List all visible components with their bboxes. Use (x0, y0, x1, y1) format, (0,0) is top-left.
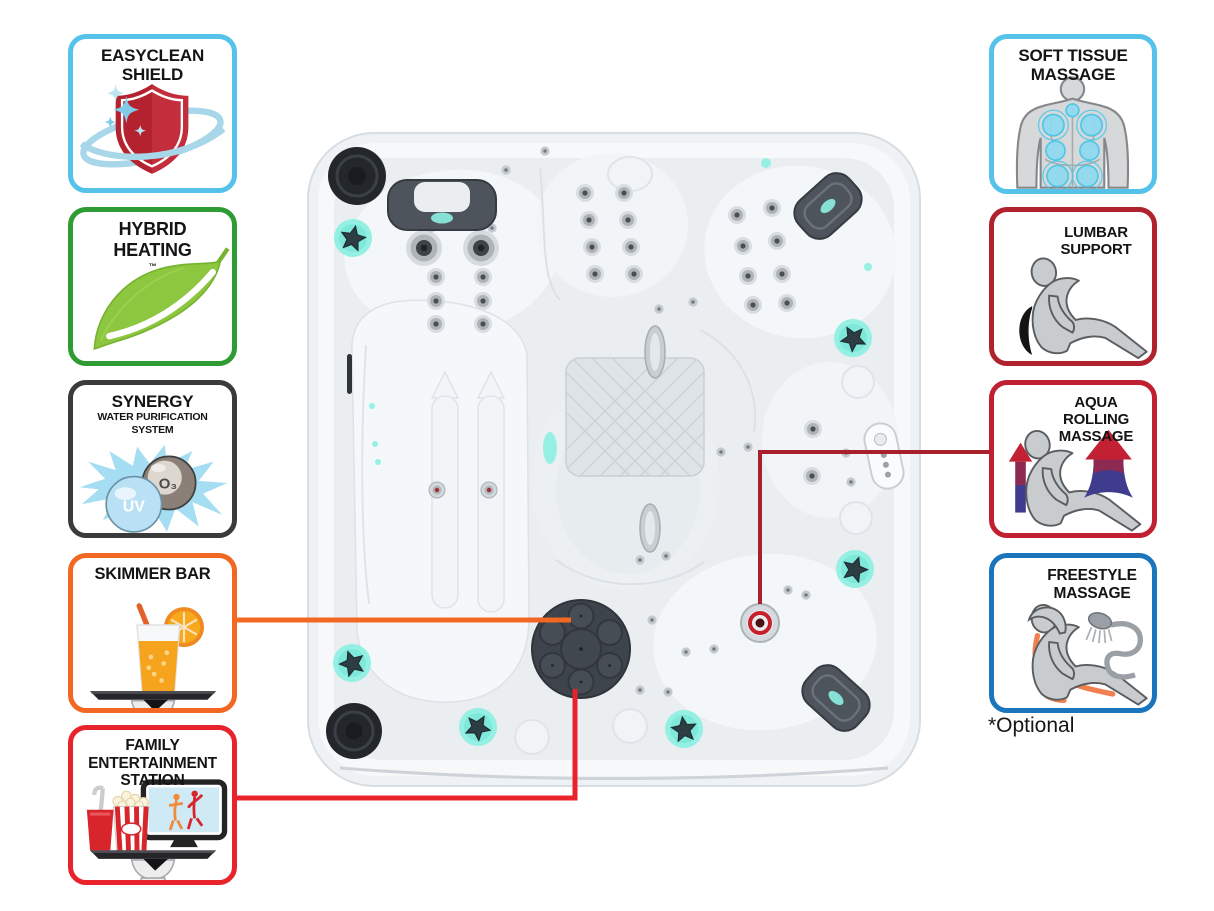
optional-note: *Optional (988, 714, 1075, 737)
svg-text:UV: UV (123, 499, 146, 516)
center-fountain-disc (531, 599, 631, 699)
rim-slot (347, 354, 352, 394)
hydro-jets (406, 146, 856, 697)
aqua-rolling-jet (740, 603, 780, 643)
uv-ozone-splash-icon: O₃ UV (79, 444, 228, 533)
diamond-plate-pad (565, 357, 705, 477)
badge-title: SKIMMER BAR (94, 565, 211, 583)
badge-title: SYNERGY WATER PURIFICATION SYSTEM (97, 392, 208, 436)
rolling-up-arrow (1084, 429, 1133, 498)
shower-wand (1085, 612, 1143, 680)
rolling-arrows-icon (1008, 428, 1142, 532)
corner-speaker-discs (326, 147, 386, 759)
drink-tray-icon (89, 603, 217, 708)
leaf-icon (93, 247, 230, 351)
popcorn-box (112, 790, 150, 851)
entertainment-tray-icon (86, 779, 228, 880)
headrest-top-left (387, 179, 497, 231)
lounger-calf-jets (428, 481, 498, 499)
callout-connectors (227, 450, 989, 801)
cup-holder-recesses (514, 156, 875, 755)
badge-title: SOFT TISSUE MASSAGE (1018, 46, 1128, 85)
back-roller-arrow (1008, 442, 1033, 513)
badge-title: FAMILY ENTERTAINMENT STATION (88, 737, 217, 790)
badge-title: FREESTYLE MASSAGE (1047, 567, 1137, 602)
badge-title: AQUA ROLLING MASSAGE (1058, 394, 1134, 446)
hot-tub-top-view (307, 132, 921, 787)
led-glow-dots (369, 158, 872, 465)
badge-lumbar-support: LUMBAR SUPPORT (989, 207, 1157, 366)
badge-synergy-water-purification: O₃ UV SYNERGY WATER PURIFICATION SYSTEM (68, 380, 237, 538)
lounger-leg-rests (430, 370, 506, 613)
ozone-sphere: O₃ (141, 455, 197, 511)
uv-sphere: UV (105, 475, 163, 533)
juice-glass (136, 624, 181, 692)
badge-aqua-rolling-massage: AQUA ROLLING MASSAGE (989, 380, 1157, 538)
sparkle-stars (104, 84, 147, 137)
badge-easyclean-shield: EASYCLEAN SHIELD (68, 34, 237, 193)
headrest-pillows (387, 164, 878, 740)
badge-family-entertainment-station: FAMILY ENTERTAINMENT STATION (68, 725, 237, 885)
massage-points (1037, 103, 1108, 189)
soda-cup (86, 785, 114, 851)
badge-skimmer-bar: SKIMMER BAR (68, 553, 237, 713)
tablet-screen (140, 779, 228, 848)
badge-title: LUMBAR SUPPORT (1060, 224, 1132, 259)
shield-swoosh-icon (79, 84, 226, 174)
badge-freestyle-massage: FREESTYLE MASSAGE (989, 553, 1157, 713)
dancers (168, 790, 204, 831)
lumbar-seat-icon (1019, 255, 1148, 360)
entertainment-connector-line (227, 689, 578, 801)
handheld-shower-icon (1027, 602, 1148, 706)
back-massage-icon (1015, 76, 1130, 189)
badge-soft-tissue-massage: SOFT TISSUE MASSAGE (989, 34, 1157, 194)
badge-title: EASYCLEAN SHIELD (100, 46, 205, 85)
aqua-rolling-connector-line (758, 450, 989, 604)
svg-text:O₃: O₃ (159, 476, 177, 492)
